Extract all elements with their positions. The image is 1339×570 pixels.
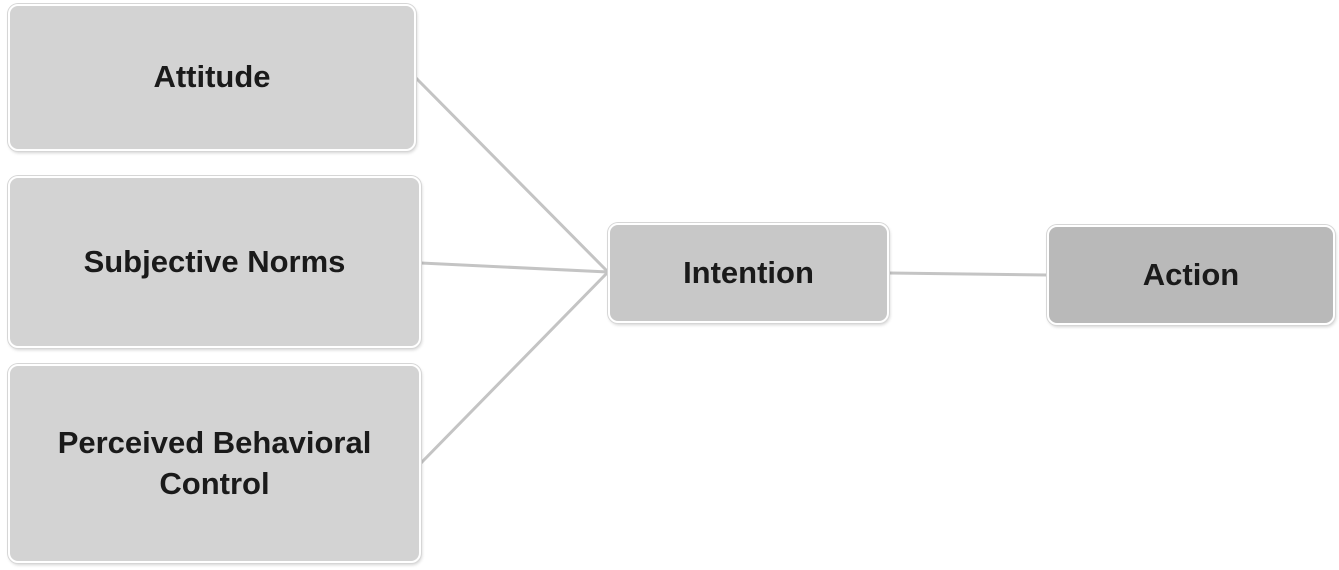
perceived-behavioral-control-label: Perceived Behavioral Control (57, 425, 372, 501)
subjective-norms-label: Subjective Norms (83, 243, 346, 279)
action-node: Action (1047, 225, 1335, 325)
intention-node: Intention (608, 223, 889, 323)
subjective-norms-node: Subjective Norms (8, 176, 421, 348)
edge-attitude-to-intention (414, 76, 610, 274)
edge-subjective-norms-to-intention (420, 261, 609, 274)
intention-label: Intention (683, 254, 814, 290)
perceived-behavioral-control-node: Perceived Behavioral Control (8, 364, 421, 563)
edge-perceived-behavioral-control-to-intention (419, 270, 610, 465)
edge-intention-to-action (888, 271, 1048, 277)
action-label: Action (1142, 256, 1240, 292)
attitude-node: Attitude (8, 4, 416, 151)
attitude-label: Attitude (153, 59, 271, 95)
